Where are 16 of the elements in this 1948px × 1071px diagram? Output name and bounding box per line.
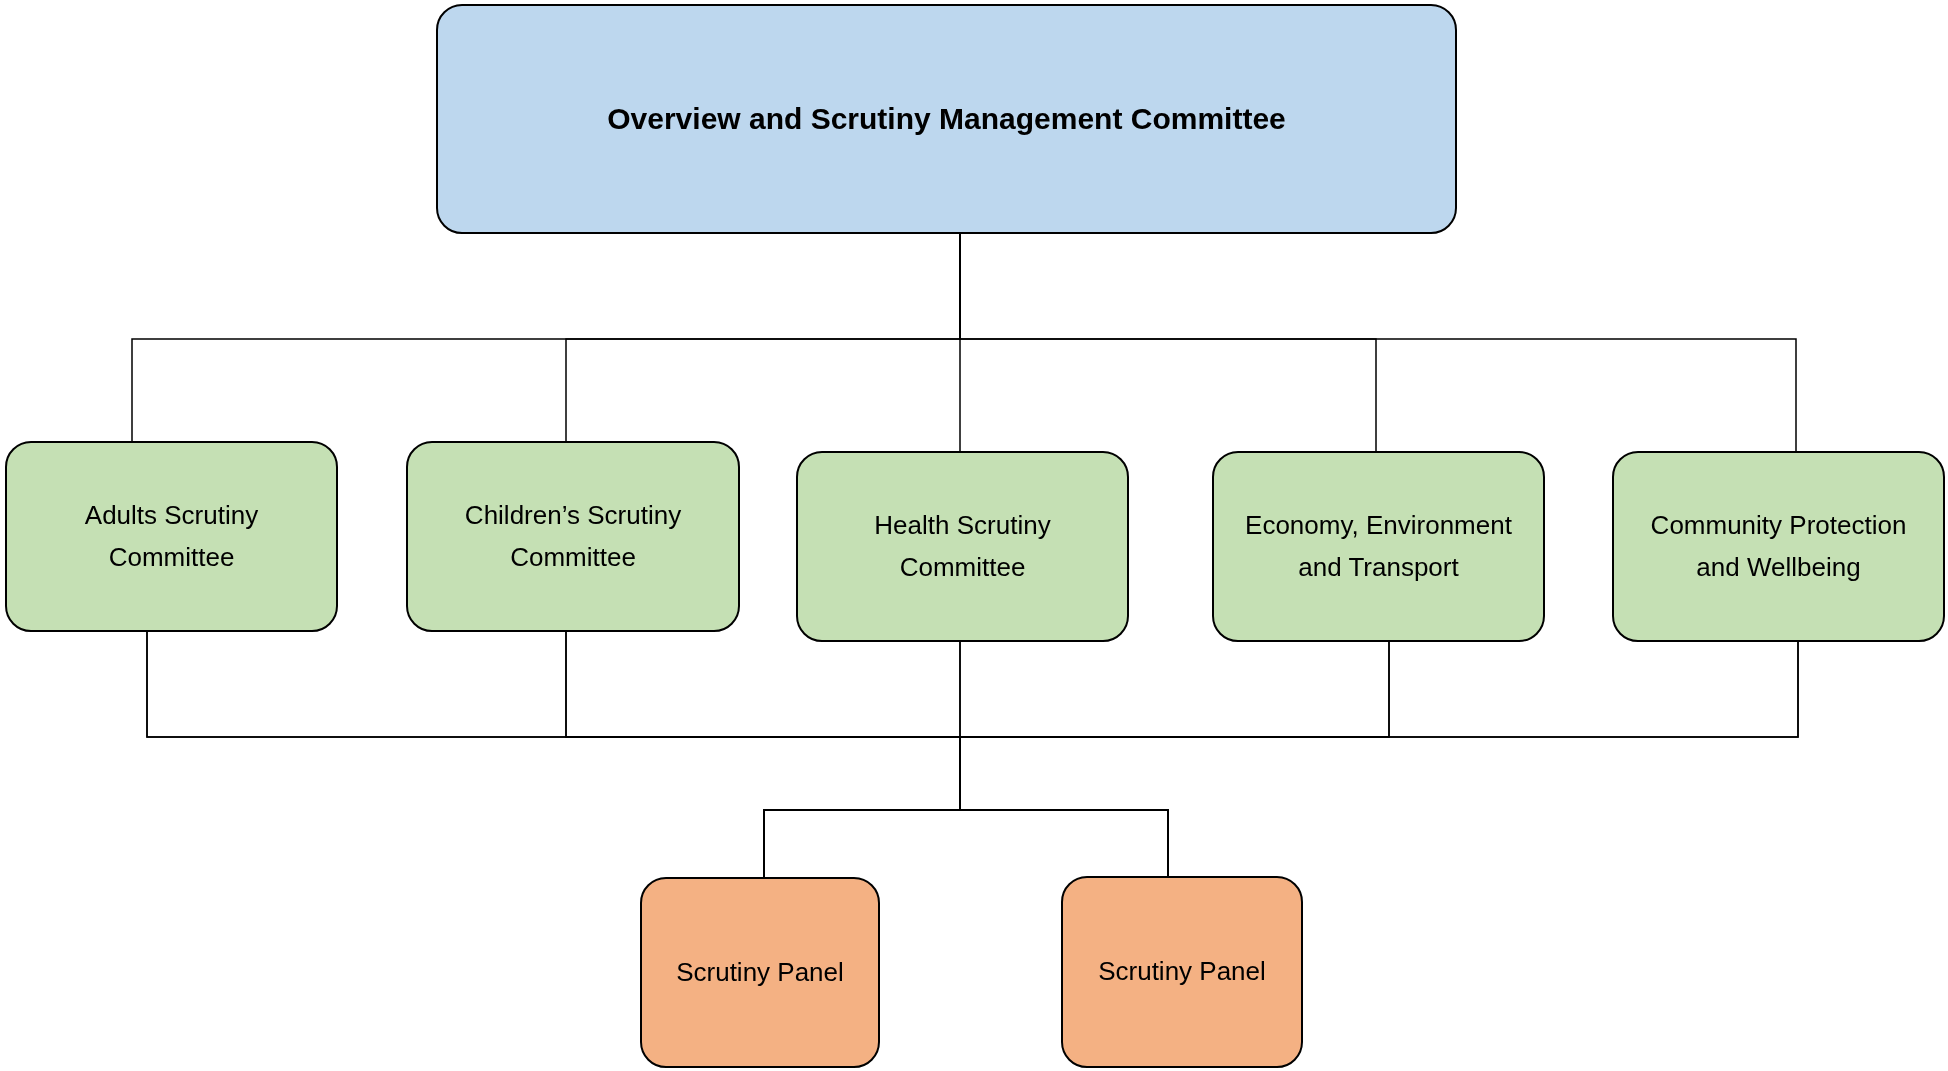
committee-box bbox=[5, 441, 338, 632]
node-label: Scrutiny Panel bbox=[1097, 955, 1267, 989]
node-label: Overview and Scrutiny Management Committee bbox=[606, 101, 1287, 137]
node-label: Adults Scrutiny Committee bbox=[83, 498, 260, 574]
node-label: Community Protection and Wellbeing bbox=[1649, 508, 1908, 584]
committee-box bbox=[436, 4, 1457, 234]
node-label: Children’s Scrutiny Committee bbox=[463, 498, 683, 574]
committee-box bbox=[1612, 451, 1945, 642]
node-label: Scrutiny Panel bbox=[675, 955, 845, 989]
committee-box bbox=[796, 451, 1129, 642]
committee-box bbox=[1212, 451, 1545, 642]
committee-box bbox=[406, 441, 740, 632]
panel-box bbox=[640, 877, 880, 1068]
panel-box bbox=[1061, 876, 1303, 1068]
node-label: Economy, Environment and Transport bbox=[1244, 508, 1513, 584]
node-label: Health Scrutiny Committee bbox=[873, 508, 1052, 584]
